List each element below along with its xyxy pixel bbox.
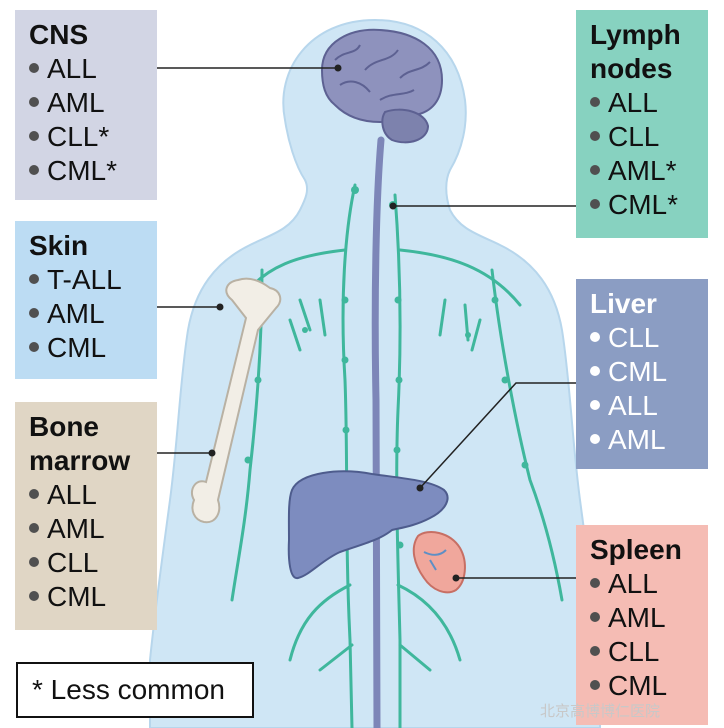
bullet-icon xyxy=(29,164,39,175)
bullet-icon xyxy=(590,399,600,410)
list-item: AML xyxy=(29,86,157,120)
spinal-cord xyxy=(371,136,385,728)
cns-box: CNS ALL AML CLL* CML* xyxy=(15,10,157,200)
liver-box: Liver CLL CML ALL AML xyxy=(576,279,708,469)
lymph-nodes-box: Lymph nodes ALL CLL AML* CML* xyxy=(576,10,708,238)
spleen-list: ALL AML CLL CML xyxy=(590,567,708,703)
bullet-icon xyxy=(590,611,600,622)
bone-marrow-list: ALL AML CLL CML xyxy=(29,478,157,614)
list-item: CML xyxy=(590,669,708,703)
list-item: AML xyxy=(29,512,157,546)
list-item: CLL xyxy=(590,635,708,669)
bullet-icon xyxy=(590,679,600,690)
skin-list: T-ALL AML CML xyxy=(29,263,157,365)
list-item: AML xyxy=(590,423,708,457)
bullet-icon xyxy=(29,341,39,352)
list-item: AML xyxy=(590,601,708,635)
leader-line-liver xyxy=(419,382,576,489)
liver-list: CLL CML ALL AML xyxy=(590,321,708,457)
watermark-text: 北京高博博仁医院 xyxy=(540,703,661,720)
list-item: ALL xyxy=(590,567,708,601)
lymph-nodes-title-line2: nodes xyxy=(590,53,673,84)
leader-lines xyxy=(157,67,576,579)
liver-icon xyxy=(287,470,449,580)
bullet-icon xyxy=(29,130,39,141)
spleen-box: Spleen ALL AML CLL CML xyxy=(576,525,708,725)
bullet-icon xyxy=(590,130,600,141)
cns-title: CNS xyxy=(29,19,89,50)
bone-marrow-title-line1: Bone xyxy=(29,411,99,442)
bullet-icon xyxy=(29,488,39,499)
bullet-icon xyxy=(590,645,600,656)
bullet-icon xyxy=(29,522,39,533)
brain-icon xyxy=(320,28,444,144)
list-item: CLL* xyxy=(29,120,157,154)
bullet-icon xyxy=(590,96,600,107)
bullet-icon xyxy=(590,365,600,376)
liver-title: Liver xyxy=(590,288,657,319)
list-item: CML xyxy=(29,580,157,614)
list-item: ALL xyxy=(29,478,157,512)
list-item: AML* xyxy=(590,154,708,188)
lymph-nodes-title-line1: Lymph xyxy=(590,19,681,50)
list-item: CLL xyxy=(29,546,157,580)
list-item: ALL xyxy=(29,52,157,86)
list-item: CML xyxy=(590,355,708,389)
list-item: CLL xyxy=(590,321,708,355)
bullet-icon xyxy=(29,62,39,73)
bullet-icon xyxy=(590,577,600,588)
bullet-icon xyxy=(590,164,600,175)
spleen-title: Spleen xyxy=(590,534,682,565)
bullet-icon xyxy=(29,96,39,107)
bullet-icon xyxy=(590,198,600,209)
bullet-icon xyxy=(29,590,39,601)
skin-title: Skin xyxy=(29,230,89,261)
list-item: AML xyxy=(29,297,157,331)
list-item: ALL xyxy=(590,86,708,120)
lymph-nodes-list: ALL CLL AML* CML* xyxy=(590,86,708,222)
skin-box: Skin T-ALL AML CML xyxy=(15,221,157,379)
list-item: CML* xyxy=(29,154,157,188)
bone-marrow-box: Bone marrow ALL AML CLL CML xyxy=(15,402,157,630)
list-item: CLL xyxy=(590,120,708,154)
bullet-icon xyxy=(29,273,39,284)
spleen-icon xyxy=(412,531,466,594)
bone-icon xyxy=(190,277,282,524)
list-item: CML xyxy=(29,331,157,365)
list-item: CML* xyxy=(590,188,708,222)
list-item: ALL xyxy=(590,389,708,423)
list-item: T-ALL xyxy=(29,263,157,297)
bullet-icon xyxy=(590,433,600,444)
cns-list: ALL AML CLL* CML* xyxy=(29,52,157,188)
bullet-icon xyxy=(29,556,39,567)
leader-line-dots xyxy=(208,64,460,582)
legend-box: * Less common xyxy=(16,662,254,718)
bone-marrow-title-line2: marrow xyxy=(29,445,131,476)
bullet-icon xyxy=(29,307,39,318)
bullet-icon xyxy=(590,331,600,342)
